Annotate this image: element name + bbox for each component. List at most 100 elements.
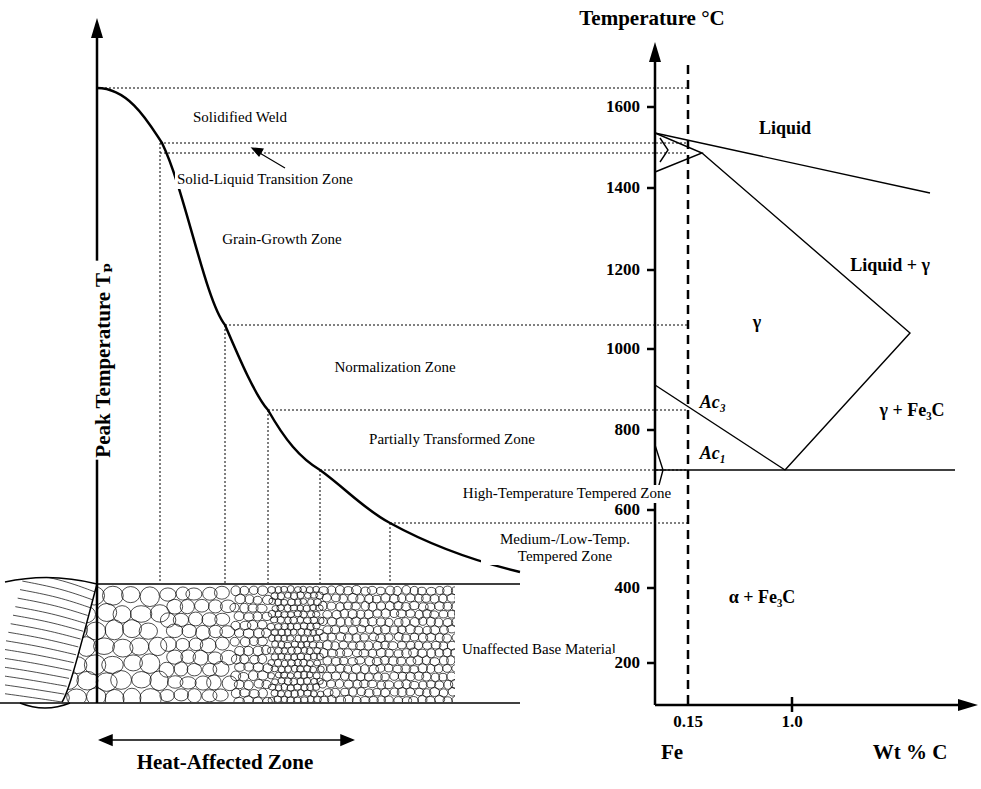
grain <box>277 703 284 710</box>
grain <box>86 622 106 640</box>
grain <box>343 695 353 704</box>
grain <box>122 620 141 638</box>
grain <box>234 680 244 688</box>
grain <box>361 587 371 595</box>
delta-region <box>655 133 702 172</box>
region-label: Unaffected Base Material <box>460 641 618 658</box>
grain <box>97 603 117 621</box>
grain <box>368 649 377 657</box>
grain <box>340 609 349 618</box>
grain <box>287 623 294 630</box>
grain <box>187 689 201 703</box>
grain <box>300 659 308 666</box>
grain <box>448 687 457 696</box>
grain <box>425 603 435 611</box>
grain <box>406 657 416 665</box>
grain <box>245 595 254 604</box>
tick-label: 1.0 <box>779 712 804 732</box>
columnar-grain <box>6 641 76 655</box>
axis-title: Fe <box>659 740 685 764</box>
grain <box>359 650 369 657</box>
grain <box>258 654 267 663</box>
grain <box>296 702 304 708</box>
grain <box>447 625 457 633</box>
critical-temp-label: Ac₃ <box>698 392 728 413</box>
grain <box>327 665 336 673</box>
columnar-grain <box>22 581 92 600</box>
grain <box>240 655 249 664</box>
grain <box>290 703 297 710</box>
grain <box>327 695 336 703</box>
grain <box>394 697 403 705</box>
grain <box>230 637 239 646</box>
grain <box>173 613 188 626</box>
arrow <box>252 148 285 168</box>
weld-section <box>0 564 520 710</box>
grain <box>84 586 105 605</box>
grain <box>310 653 317 660</box>
grain <box>384 696 393 704</box>
grain <box>122 587 140 603</box>
grain <box>215 637 229 650</box>
grain <box>327 633 336 641</box>
grain <box>348 626 357 634</box>
grain <box>343 665 351 673</box>
grain <box>267 623 275 630</box>
grain <box>294 684 302 690</box>
grain <box>51 654 71 672</box>
grain <box>385 618 393 626</box>
grain <box>105 620 123 640</box>
grain <box>285 666 292 673</box>
grain <box>323 657 332 665</box>
grain <box>317 691 324 697</box>
grain <box>105 689 124 708</box>
grain <box>402 649 412 658</box>
grain <box>150 671 168 691</box>
grain <box>439 656 448 665</box>
grain <box>76 606 96 623</box>
grain <box>372 595 381 603</box>
grain <box>330 626 339 634</box>
grain <box>313 623 321 629</box>
grain <box>87 688 106 705</box>
grain <box>365 625 373 633</box>
tick-label: 0.15 <box>671 712 705 732</box>
columnar-grain <box>20 590 90 608</box>
grain <box>419 681 428 689</box>
axis-title: Temperature °C <box>577 6 726 30</box>
grain <box>213 661 229 676</box>
grain <box>330 688 340 697</box>
tick-label: 1400 <box>604 178 642 198</box>
carbon-axis <box>655 704 965 707</box>
grain <box>317 666 324 673</box>
grain <box>149 637 167 655</box>
grain <box>253 663 264 672</box>
grain <box>132 672 152 688</box>
grain <box>409 681 419 688</box>
grain <box>451 618 460 627</box>
zone-label: Partially Transformed Zone <box>367 431 537 448</box>
grain <box>319 601 328 610</box>
grain <box>425 696 435 704</box>
phase-label: Liquid + γ <box>848 255 932 276</box>
grain <box>288 599 296 606</box>
grain <box>355 657 365 664</box>
zone-label: Solidified Weld <box>191 109 289 126</box>
grain <box>186 588 202 600</box>
grain <box>369 633 378 641</box>
grain <box>418 617 427 625</box>
grain <box>189 612 203 626</box>
grain <box>364 641 373 650</box>
grain <box>238 672 248 680</box>
haz-extent-arrow <box>100 735 353 745</box>
grain <box>410 633 418 641</box>
grain <box>367 617 377 626</box>
grain <box>60 603 78 623</box>
phase-label: γ <box>751 312 763 333</box>
grain <box>396 657 405 665</box>
grain <box>335 679 343 688</box>
grain <box>409 696 419 704</box>
ac1-line <box>655 469 955 470</box>
grain <box>248 604 258 612</box>
grain <box>435 681 444 689</box>
